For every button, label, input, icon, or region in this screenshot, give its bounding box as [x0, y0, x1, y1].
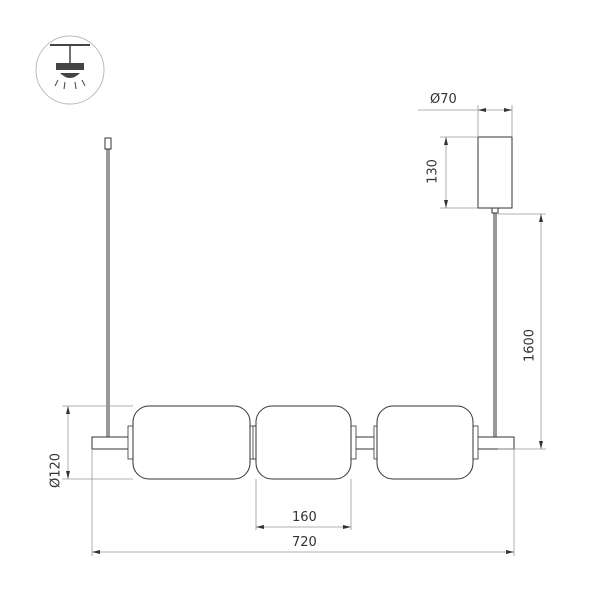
glass-shade-1	[127, 405, 256, 480]
ceiling-mount-pendant-icon	[35, 35, 105, 105]
dimension-lines	[62, 105, 546, 556]
canopy-diameter-label: Ø70	[430, 92, 457, 107]
shade-spacing-label: 160	[292, 510, 317, 525]
dimension-arrows	[66, 108, 543, 554]
total-length-label: 720	[292, 535, 317, 550]
shade-diameter-label: Ø120	[48, 452, 64, 489]
glass-shade-2	[252, 405, 357, 480]
glass-shade-3	[373, 405, 479, 480]
left-suspension-wire	[104, 137, 112, 437]
suspension-length-label: 1600	[522, 328, 538, 363]
canopy-height-label: 130	[425, 159, 441, 184]
ceiling-canopy	[477, 136, 513, 437]
